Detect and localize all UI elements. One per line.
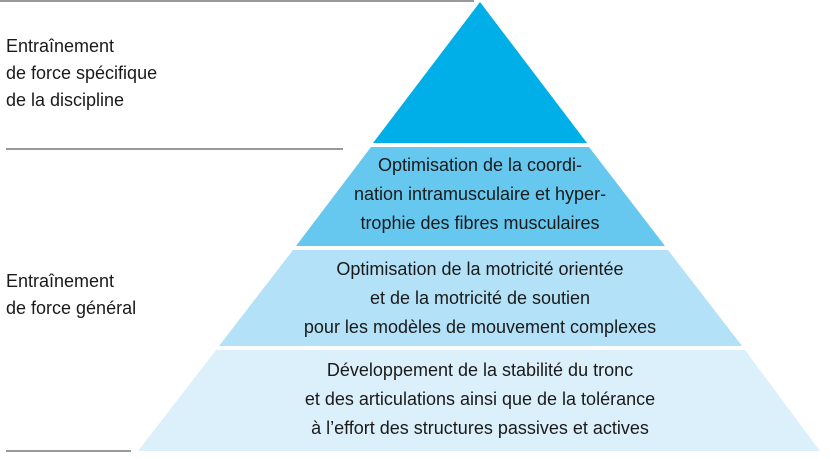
pyramid-level-motricity	[219, 250, 742, 346]
pyramid-level-apex	[373, 2, 587, 143]
side-label-general-training: Entraînement de force général	[6, 271, 137, 318]
level-text-motricity: Optimisation de la motricité orientée et…	[303, 259, 657, 337]
pyramid-level-stability	[138, 350, 820, 451]
pyramid-level-coordination	[296, 147, 665, 246]
level-text-stability: Développement de la stabilité du tronc e…	[304, 360, 656, 438]
level-text-coordination: Optimisation de la coordi- nation intram…	[353, 155, 607, 233]
side-label-specific-training: Entraînement de force spécifique de la d…	[6, 36, 158, 110]
